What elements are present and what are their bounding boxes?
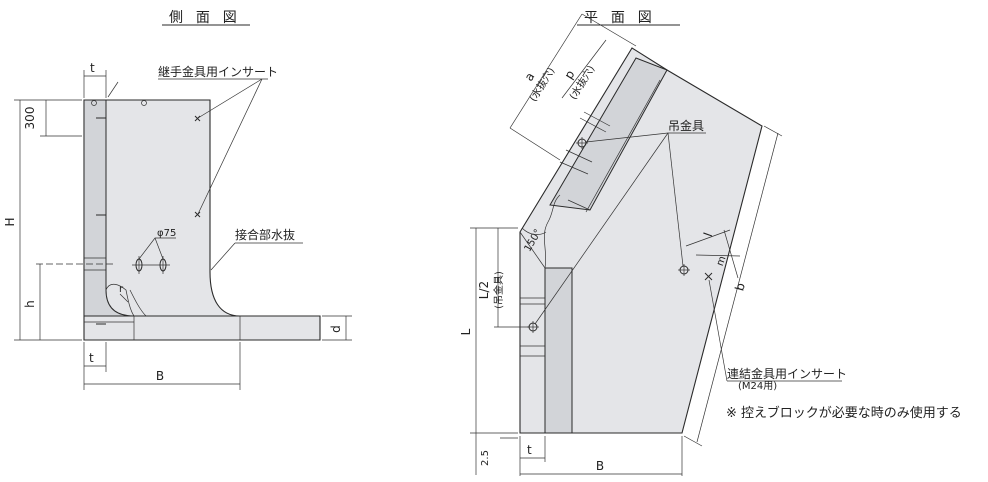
dim-l-m-line [723,229,739,279]
connect-label: 連結金具用インサート [727,366,847,381]
insert-leader-2 [197,78,263,215]
dim-a: a [522,70,538,84]
side-insert-circle-1 [91,100,97,106]
hanger-leader-2 [667,132,684,267]
dim-t-plan: t [527,443,532,457]
dim-b: b [732,281,747,292]
insert-label: 継手金具用インサート [158,64,278,79]
side-wall-body [83,99,321,341]
dim-t-top: t [90,61,95,75]
connect-leader [708,279,728,382]
dim-a-line [509,13,583,129]
dim-m: m [715,255,729,268]
plan-view: 平 面 図 吊金具 連結金具用インサ [459,10,847,476]
dim-300: 300 [23,107,37,130]
side-inner-fillet [105,283,135,317]
drain-leader [210,242,236,271]
dim-l: l [701,231,715,239]
hanger-label: 吊金具 [668,118,704,133]
dim-p-line [561,39,607,99]
r-label: r [119,284,124,295]
plan-angled-strip [549,57,668,211]
dim-p: p [562,68,578,82]
dim-B: B [156,369,164,383]
dim-p-sub: (水抜穴) [566,63,597,102]
phi-label: φ75 [157,228,176,239]
side-insert-circle-2 [141,100,147,106]
dim-d: d [329,325,343,333]
dim-H: H [3,217,17,226]
dim-t-bottom: t [89,351,94,365]
side-view-title: 側 面 図 [169,10,241,26]
side-view: 側 面 図 φ75 r [3,10,352,390]
dim-h: h [23,300,37,308]
insert-leader-1 [197,78,263,119]
dim-L2: L/2 [477,281,491,299]
footnote: ※ 控えブロックが必要な時のみ使用する [726,405,962,421]
drain-label: 接合部水抜 [235,227,295,242]
dim-b-line [696,132,779,443]
plan-front-strip [544,267,573,434]
hanger-leader-3 [534,132,669,325]
dim-B-plan: B [596,459,604,473]
dim-L: L [459,328,473,335]
hanger-leader-1 [585,132,669,143]
side-fillet-line [129,289,147,317]
dim-2-5: 2.5 [480,450,491,466]
connect-sub-label: (M24用) [738,381,777,392]
plan-view-title: 平 面 図 [584,10,656,26]
dim-L2-sub: (吊金具) [492,271,505,309]
dim-a-sub: (水抜穴) [526,65,557,104]
